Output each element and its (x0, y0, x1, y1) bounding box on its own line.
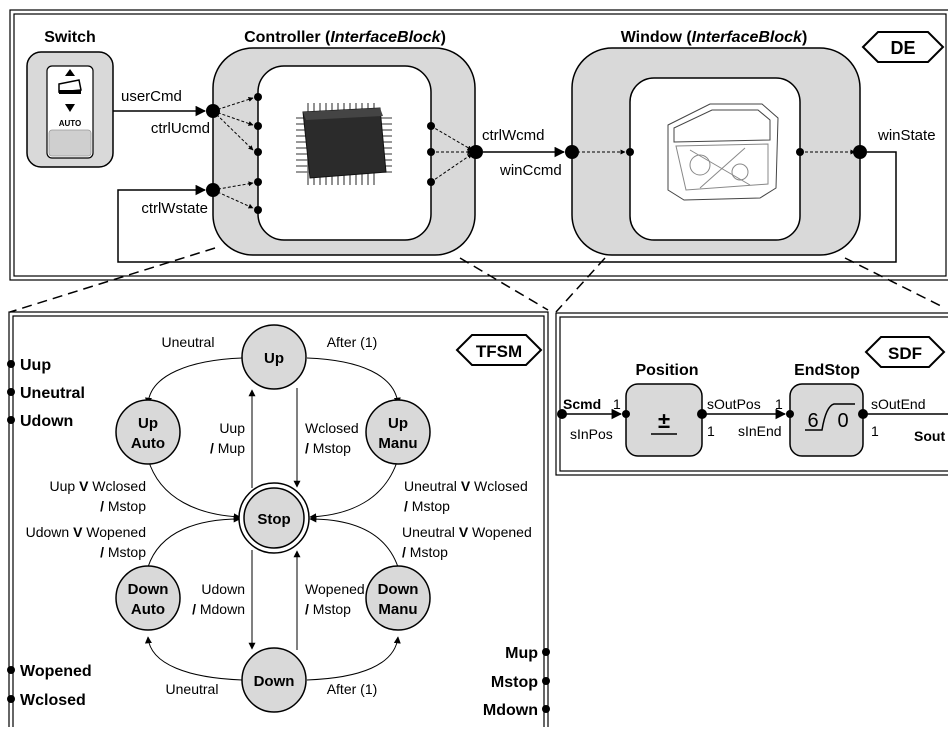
output-mstop: Mstop (491, 674, 538, 691)
de-tag: DE (861, 31, 945, 63)
svg-text:Manu: Manu (378, 435, 417, 452)
svg-text:Down: Down (254, 673, 295, 690)
label-soutpos: sOutPos (707, 396, 761, 412)
position-block: Position ± (625, 362, 703, 457)
label-up-stop-act: / Mstop (305, 440, 351, 456)
label-stop-down-cond: Udown (201, 581, 245, 597)
switch-block: Switch AUTO (26, 29, 114, 168)
port-label-ctrlwcmd: ctrlWcmd (482, 127, 545, 144)
port-label-ctrlucmd: ctrlUcmd (151, 120, 210, 137)
label-upmanu-stop-act: / Mstop (404, 498, 450, 514)
label-down-downmanu: After (1) (327, 681, 378, 697)
state-down-manu: Down Manu (365, 565, 431, 631)
label-downmanu-stop-cond: Uneutral V Wopened (402, 524, 532, 540)
port-label-winccmd: winCcmd (499, 162, 562, 179)
svg-text:Down: Down (128, 581, 169, 598)
microcontroller-chip-icon (296, 103, 392, 185)
sdf-panel: SDF Position ± EndStop 6 0 Scmd 1 s (555, 312, 948, 476)
label-sinend: sInEnd (738, 423, 782, 439)
label-down-stop-act: / Mstop (305, 601, 351, 617)
label-sinpos: sInPos (570, 426, 613, 442)
port-label-usercmd: userCmd (121, 88, 182, 105)
tfsm-outputs: Mup Mstop Mdown (483, 645, 550, 719)
switch-title: Switch (44, 29, 96, 46)
endstop-title: EndStop (794, 362, 860, 379)
de-panel: DE Switch AUTO Controller (InterfaceBloc… (9, 9, 948, 281)
endstop-numerator: 6 (807, 410, 818, 432)
svg-text:TFSM: TFSM (476, 342, 522, 361)
state-stop: Stop (238, 482, 310, 554)
label-up-upmanu: After (1) (327, 334, 378, 350)
state-up: Up (241, 324, 307, 390)
input-uup: Uup (20, 357, 51, 374)
controller-block: Controller (InterfaceBlock) (206, 29, 483, 256)
label-stop-down-act: / Mdown (192, 601, 245, 617)
tfsm-tag: TFSM (455, 334, 543, 366)
endstop-denominator: 0 (837, 410, 848, 432)
output-mdown: Mdown (483, 702, 538, 719)
sdf-tag: SDF (864, 336, 946, 368)
endstop-block: EndStop 6 0 (789, 362, 864, 457)
label-upmanu-stop-cond: Uneutral V Wclosed (404, 478, 528, 494)
window-title: Window (InterfaceBlock) (621, 29, 808, 46)
label-rate-1b: 1 (707, 423, 715, 439)
input-wopened: Wopened (20, 663, 92, 680)
position-title: Position (635, 362, 698, 379)
window-block: Window (InterfaceBlock) (565, 29, 867, 256)
svg-text:SDF: SDF (888, 344, 922, 363)
switch-rocker-icon (58, 69, 82, 112)
label-upauto-stop-act: / Mstop (100, 498, 146, 514)
car-door-icon (667, 103, 779, 201)
input-uneutral: Uneutral (20, 385, 85, 402)
label-scmd: Scmd (563, 396, 601, 412)
svg-text:Auto: Auto (131, 435, 165, 452)
label-rate-1d: 1 (871, 423, 879, 439)
zoom-lines (9, 247, 946, 313)
state-down-auto: Down Auto (115, 565, 181, 631)
input-wclosed: Wclosed (20, 692, 86, 709)
tfsm-inputs: Uup Uneutral Udown Wopened Wclosed (7, 357, 92, 709)
input-udown: Udown (20, 413, 73, 430)
tfsm-transition-labels: Uneutral After (1) Uup / Mup Wclosed / M… (26, 334, 532, 697)
svg-text:Up: Up (264, 350, 284, 367)
label-stop-up-cond: Uup (219, 420, 245, 436)
svg-text:Manu: Manu (378, 601, 417, 618)
label-sout: Sout (914, 428, 945, 444)
label-rate-1a: 1 (613, 396, 621, 412)
label-rate-1c: 1 (775, 396, 783, 412)
label-down-downauto: Uneutral (166, 681, 219, 697)
svg-text:Down: Down (378, 581, 419, 598)
switch-auto-label: AUTO (59, 119, 82, 128)
state-up-auto: Up Auto (115, 399, 181, 465)
svg-text:Auto: Auto (131, 601, 165, 618)
label-stop-up-act: / Mup (210, 440, 245, 456)
division-bracket-icon (805, 403, 855, 431)
controller-title: Controller (InterfaceBlock) (244, 29, 446, 46)
output-mup: Mup (505, 645, 538, 662)
plus-minus-symbol: ± (658, 408, 670, 433)
label-upauto-stop-cond: Uup V Wclosed (50, 478, 147, 494)
svg-text:Stop: Stop (257, 511, 290, 528)
de-connections (113, 105, 897, 263)
tfsm-panel: TFSM Uup Uneutral Udown Wopened Wclosed … (7, 311, 550, 732)
label-downauto-stop-cond: Udown V Wopened (26, 524, 146, 540)
state-up-manu: Up Manu (365, 399, 431, 465)
label-soutend: sOutEnd (871, 396, 925, 412)
label-up-stop-cond: Wclosed (305, 420, 359, 436)
label-downauto-stop-act: / Mstop (100, 544, 146, 560)
svg-text:Up: Up (138, 415, 158, 432)
port-label-ctrlwstate: ctrlWstate (141, 200, 208, 217)
port-label-winstate: winState (877, 127, 936, 144)
tfsm-transitions (144, 357, 401, 681)
svg-text:Up: Up (388, 415, 408, 432)
label-down-stop-cond: Wopened (305, 581, 365, 597)
label-downmanu-stop-act: / Mstop (402, 544, 448, 560)
svg-text:DE: DE (890, 38, 915, 58)
label-up-upauto: Uneutral (162, 334, 215, 350)
state-down: Down (241, 647, 307, 713)
